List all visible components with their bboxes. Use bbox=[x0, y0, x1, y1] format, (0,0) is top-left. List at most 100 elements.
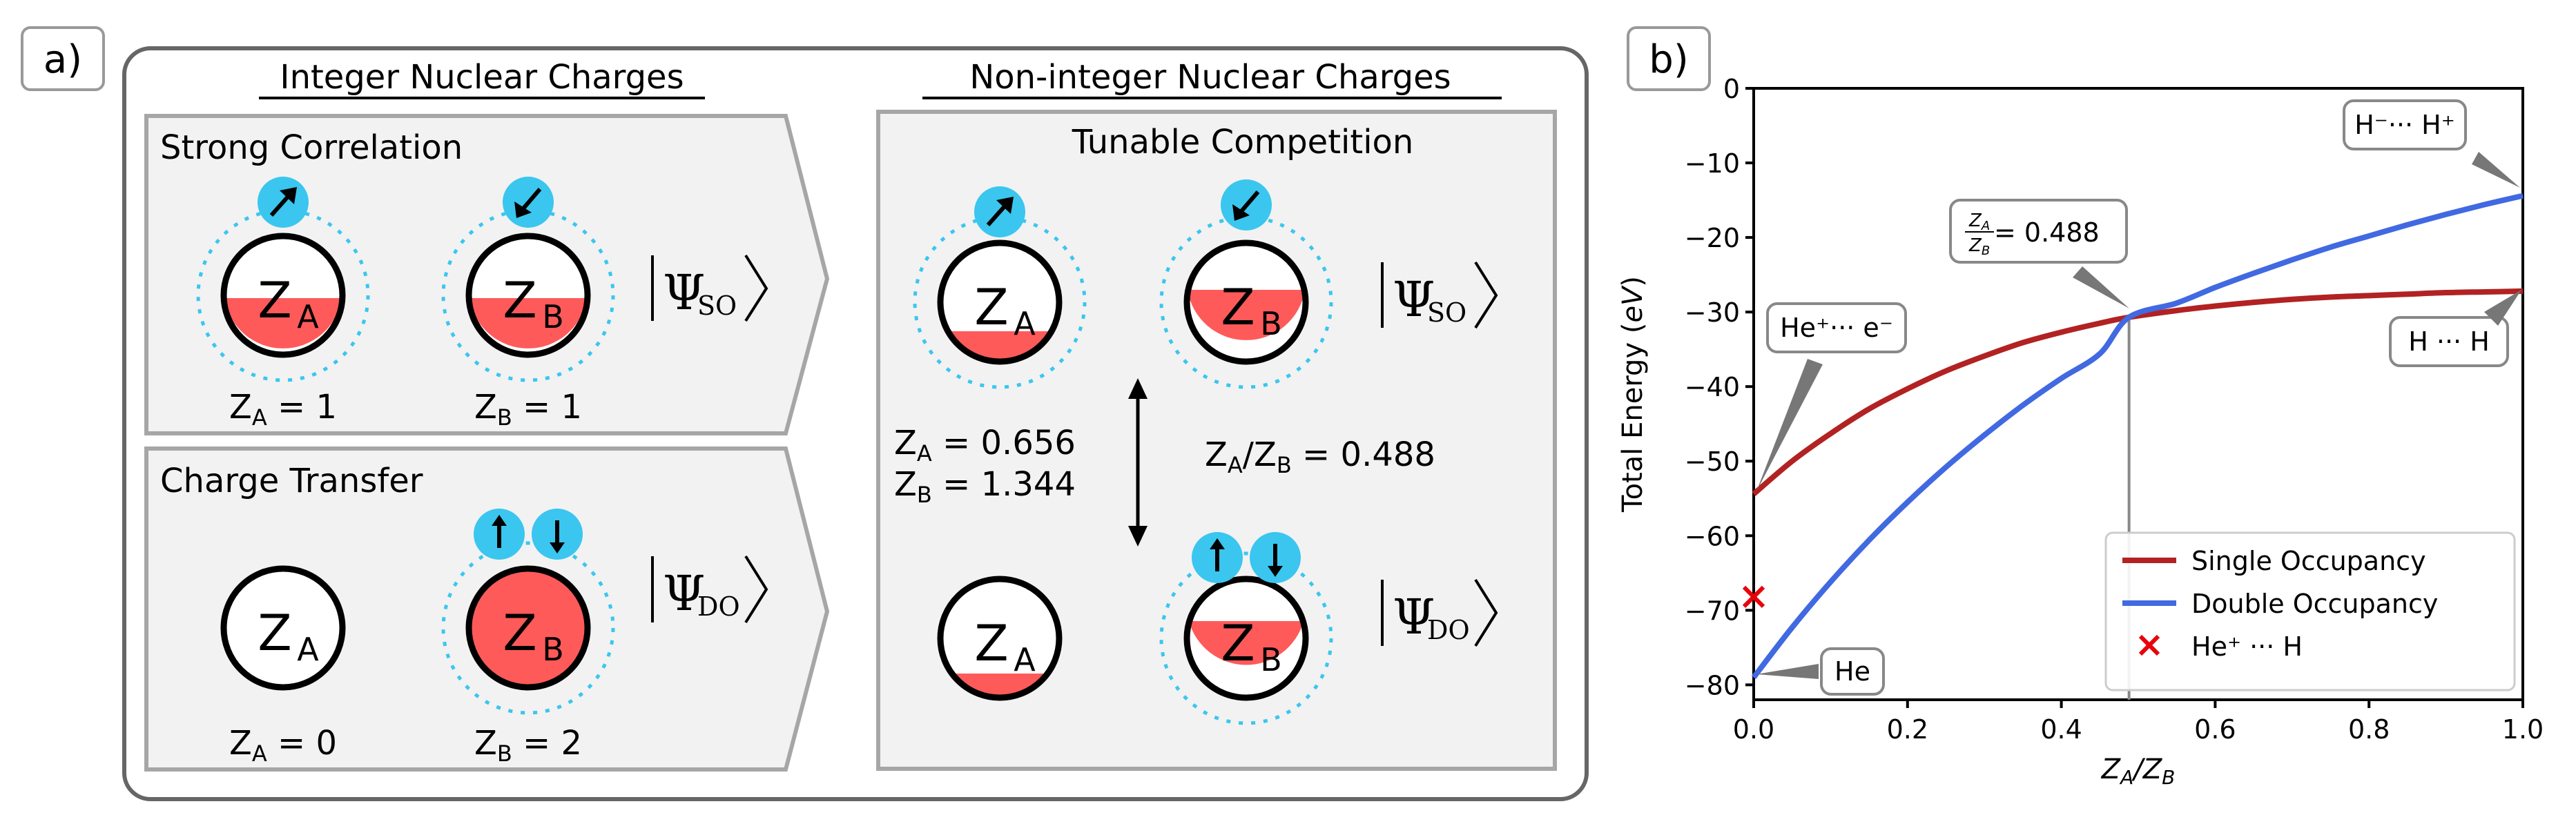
svg-text:SO: SO bbox=[697, 291, 737, 321]
svg-text:DO: DO bbox=[697, 591, 740, 622]
svg-text:H⁻··· H⁺: H⁻··· H⁺ bbox=[2354, 110, 2455, 140]
x-tick-label: 1.0 bbox=[2502, 714, 2544, 745]
tc-atom-a-top: Z A bbox=[913, 215, 1087, 389]
panel-b-label-box bbox=[1627, 26, 1711, 91]
tunable-competition-title: Tunable Competition bbox=[1072, 123, 1414, 161]
electron-up-icon bbox=[258, 177, 309, 228]
annotation-h-h: H ··· H bbox=[2389, 290, 2521, 367]
svg-text:Ψ: Ψ bbox=[1393, 271, 1435, 328]
y-tick-label: 0 bbox=[1723, 74, 1740, 104]
tc-ratio-value: ZA/ZB = 0.488 bbox=[1205, 435, 1435, 478]
lines-layer bbox=[1742, 193, 2524, 700]
legend-x-marker-icon bbox=[2138, 634, 2160, 656]
sc-atom-b: Z B bbox=[441, 208, 615, 382]
svg-text:Z: Z bbox=[258, 604, 291, 662]
strong-correlation-title: Strong Correlation bbox=[160, 128, 463, 167]
svg-text:Ψ: Ψ bbox=[1393, 589, 1435, 645]
electron-down-icon bbox=[503, 177, 554, 228]
svg-text:Z: Z bbox=[1221, 614, 1255, 672]
charge-transfer-title: Charge Transfer bbox=[160, 462, 423, 500]
panel-a: a) Integer Nuclear Charges Non-integer N… bbox=[21, 26, 1589, 801]
y-tick-label: −60 bbox=[1685, 521, 1740, 551]
legend-double-occupancy: Double Occupancy bbox=[2191, 589, 2438, 619]
annotation-ratio: ZA ZB = 0.488 bbox=[1949, 199, 2129, 308]
electron-down-icon bbox=[1221, 179, 1272, 230]
x-tick-label: 0.2 bbox=[1887, 714, 1928, 745]
panel-a-label-box bbox=[21, 26, 105, 91]
legend-heplus-h: He⁺ ··· H bbox=[2191, 631, 2303, 662]
svg-text:Ψ: Ψ bbox=[663, 565, 705, 622]
svg-text:A: A bbox=[297, 631, 319, 668]
svg-text:ZA: ZA bbox=[1968, 210, 1990, 233]
ct-atom-b: Z B bbox=[441, 541, 615, 715]
svg-text:DO: DO bbox=[1427, 615, 1470, 645]
ct-atom-a: Z A bbox=[220, 565, 346, 691]
y-tick-label: −20 bbox=[1685, 223, 1740, 253]
x-tick-label: 0.8 bbox=[2348, 714, 2390, 745]
tc-zb-value: ZB = 1.344 bbox=[894, 465, 1076, 508]
svg-text:ZB: ZB bbox=[1968, 235, 1990, 258]
panel-a-label: a) bbox=[43, 37, 82, 82]
ket-psi-so: Ψ SO bbox=[651, 254, 768, 322]
annotation-pointer-icon bbox=[2073, 266, 2129, 308]
electron-up-icon bbox=[974, 186, 1025, 237]
annotation-pointer-icon bbox=[1756, 359, 1823, 491]
svg-text:Ψ: Ψ bbox=[663, 264, 705, 321]
annotation-pointer-icon bbox=[2472, 152, 2520, 188]
svg-text:= 0.488: = 0.488 bbox=[1994, 217, 2100, 248]
y-tick-label: −50 bbox=[1685, 446, 1740, 477]
annotation-he: He bbox=[1756, 647, 1885, 696]
chart-legend: Single Occupancy Double Occupancy He⁺ ··… bbox=[2104, 531, 2516, 691]
left-header: Integer Nuclear Charges bbox=[280, 58, 684, 97]
svg-text:H ··· H: H ··· H bbox=[2408, 326, 2490, 357]
svg-text:He: He bbox=[1834, 656, 1870, 687]
svg-text:B: B bbox=[1260, 305, 1282, 342]
x-axis-label: ZA/ZB bbox=[2101, 754, 2176, 789]
svg-text:SO: SO bbox=[1427, 297, 1466, 328]
y-axis-label: Total Energy (eV) bbox=[1617, 276, 1649, 513]
y-tick-label: −30 bbox=[1685, 297, 1740, 328]
svg-text:Z: Z bbox=[974, 614, 1008, 672]
y-tick-label: −70 bbox=[1685, 596, 1740, 626]
svg-text:Z: Z bbox=[974, 278, 1008, 336]
svg-text:A: A bbox=[1014, 305, 1036, 342]
sc-charge-a: ZA = 1 bbox=[229, 388, 337, 431]
x-tick-label: 0.6 bbox=[2194, 714, 2236, 745]
svg-text:Z: Z bbox=[503, 604, 536, 662]
annotation-heplus-e: He⁺··· e⁻ bbox=[1756, 302, 1907, 491]
series-line-double-occupancy bbox=[1751, 193, 2524, 680]
svg-text:B: B bbox=[1260, 641, 1282, 678]
x-tick-label: 0.4 bbox=[2040, 714, 2082, 745]
ct-charge-b: ZB = 2 bbox=[474, 724, 582, 767]
point-heplus-h bbox=[1742, 585, 1765, 609]
svg-text:He⁺··· e⁻: He⁺··· e⁻ bbox=[1780, 313, 1893, 343]
annotation-pointer-icon bbox=[2484, 290, 2521, 326]
panel-b-label: b) bbox=[1649, 37, 1688, 82]
svg-text:B: B bbox=[542, 298, 564, 335]
right-header: Non-integer Nuclear Charges bbox=[969, 58, 1451, 97]
svg-text:B: B bbox=[542, 631, 564, 668]
svg-text:Z: Z bbox=[258, 271, 291, 329]
tc-atom-a-bottom: Z A bbox=[937, 576, 1063, 701]
ket-psi-do: Ψ DO bbox=[651, 555, 768, 624]
legend-single-occupancy: Single Occupancy bbox=[2191, 546, 2426, 576]
double-arrow-icon bbox=[1128, 378, 1147, 547]
ket-psi-so-tunable: Ψ SO bbox=[1381, 261, 1498, 329]
electron-pair-icon bbox=[1192, 532, 1301, 583]
tc-za-value: ZA = 0.656 bbox=[894, 424, 1076, 467]
annotation-hminus-hplus: H⁻··· H⁺ bbox=[2343, 99, 2520, 188]
ket-psi-do-tunable: Ψ DO bbox=[1381, 578, 1498, 647]
tc-atom-b-bottom: Z B bbox=[1159, 551, 1333, 725]
sc-charge-b: ZB = 1 bbox=[474, 388, 582, 431]
annotation-pointer-icon bbox=[1756, 664, 1819, 679]
ct-charge-a: ZA = 0 bbox=[229, 724, 337, 767]
electron-pair-icon bbox=[474, 509, 583, 560]
svg-text:Z: Z bbox=[1221, 278, 1255, 336]
x-tick-label: 0.0 bbox=[1733, 714, 1774, 745]
svg-text:A: A bbox=[1014, 641, 1036, 678]
y-tick-label: −10 bbox=[1685, 148, 1740, 179]
